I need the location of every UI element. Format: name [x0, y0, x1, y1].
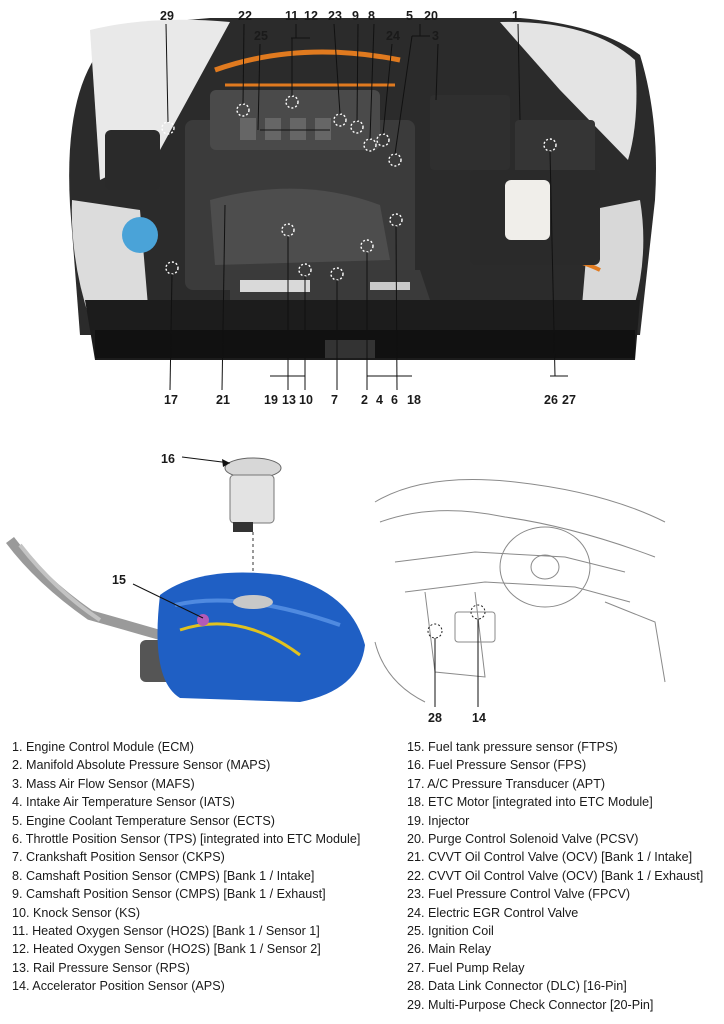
callout-29: 29	[160, 9, 174, 23]
legend-item: 2. Manifold Absolute Pressure Sensor (MA…	[12, 758, 271, 773]
engine-bay-illustration	[69, 18, 656, 391]
callout-21: 21	[216, 393, 230, 407]
callout-15: 15	[112, 573, 126, 587]
legend-item: 25. Ignition Coil	[407, 924, 494, 939]
legend-item: 15. Fuel tank pressure sensor (FTPS)	[407, 740, 618, 754]
legend-item: 6. Throttle Position Sensor (TPS) [integ…	[12, 832, 361, 847]
callout-23: 23	[328, 9, 342, 23]
legend-item: 7. Crankshaft Position Sensor (CKPS)	[12, 850, 225, 865]
callout-28: 28	[428, 711, 442, 725]
callout-17: 17	[164, 393, 178, 407]
legend-item: 13. Rail Pressure Sensor (RPS)	[12, 960, 190, 975]
legend-right-column: 15. Fuel tank pressure sensor (FTPS) 16. …	[407, 738, 703, 1014]
callout-13: 13	[282, 393, 296, 407]
callout-14: 14	[472, 711, 486, 725]
callout-11: 11	[285, 9, 299, 23]
callout-6: 6	[391, 393, 398, 407]
callout-7: 7	[331, 393, 338, 407]
legend-item: 14. Accelerator Position Sensor (APS)	[12, 979, 225, 994]
legend-item: 23. Fuel Pressure Control Valve (FPCV)	[407, 887, 631, 902]
callout-22: 22	[238, 9, 252, 23]
callout-18: 18	[407, 393, 421, 407]
callout-8: 8	[368, 9, 375, 23]
legend-item: 29. Multi-Purpose Check Connector [20-Pi…	[407, 997, 654, 1012]
legend-item: 17. A/C Pressure Transducer (APT)	[407, 776, 606, 791]
callout-25: 25	[254, 29, 268, 43]
legend-item: 3. Mass Air Flow Sensor (MAFS)	[12, 776, 195, 791]
legend-item: 26. Main Relay	[407, 942, 491, 957]
legend-item: 22. CVVT Oil Control Valve (OCV) [Bank 1…	[407, 868, 704, 883]
callout-10: 10	[299, 393, 313, 407]
legend-item: 10. Knock Sensor (KS)	[12, 905, 141, 920]
legend-item: 18. ETC Motor [integrated into ETC Modul…	[407, 795, 653, 810]
callout-24: 24	[386, 29, 400, 43]
callout-12: 12	[304, 9, 318, 23]
callout-2: 2	[361, 393, 368, 407]
legend-item: 4. Intake Air Temperature Sensor (IATS)	[12, 795, 235, 810]
callout-9: 9	[352, 9, 359, 23]
callout-5: 5	[406, 9, 413, 23]
callout-19: 19	[264, 393, 278, 407]
callout-20: 20	[424, 9, 438, 23]
legend-item: 11. Heated Oxygen Sensor (HO2S) [Bank 1 …	[12, 924, 320, 939]
callout-16: 16	[161, 452, 175, 466]
legend-item: 12. Heated Oxygen Sensor (HO2S) [Bank 1 …	[12, 942, 321, 957]
legend-item: 5. Engine Coolant Temperature Sensor (EC…	[12, 813, 275, 828]
legend-item: 19. Injector	[407, 813, 470, 828]
callout-26: 26	[544, 393, 558, 407]
legend-item: 1. Engine Control Module (ECM)	[12, 740, 194, 754]
legend-left-column: 1. Engine Control Module (ECM) 2. Manifol…	[12, 738, 360, 996]
legend-item: 21. CVVT Oil Control Valve (OCV) [Bank 1…	[407, 850, 693, 865]
dashboard-illustration	[374, 479, 666, 707]
callout-4: 4	[376, 393, 383, 407]
legend-item: 8. Camshaft Position Sensor (CMPS) [Bank…	[12, 868, 315, 883]
legend-item: 16. Fuel Pressure Sensor (FPS)	[407, 758, 587, 773]
legend-item: 24. Electric EGR Control Valve	[407, 905, 579, 920]
legend-item: 9. Camshaft Position Sensor (CMPS) [Bank…	[12, 887, 326, 902]
callout-3: 3	[432, 29, 439, 43]
legend-item: 20. Purge Control Solenoid Valve (PCSV)	[407, 832, 639, 847]
legend-item: 27. Fuel Pump Relay	[407, 960, 525, 975]
callout-1: 1	[512, 9, 519, 23]
legend-item: 28. Data Link Connector (DLC) [16-Pin]	[407, 979, 627, 994]
fuel-tank-illustration	[6, 456, 365, 702]
callout-27: 27	[562, 393, 576, 407]
